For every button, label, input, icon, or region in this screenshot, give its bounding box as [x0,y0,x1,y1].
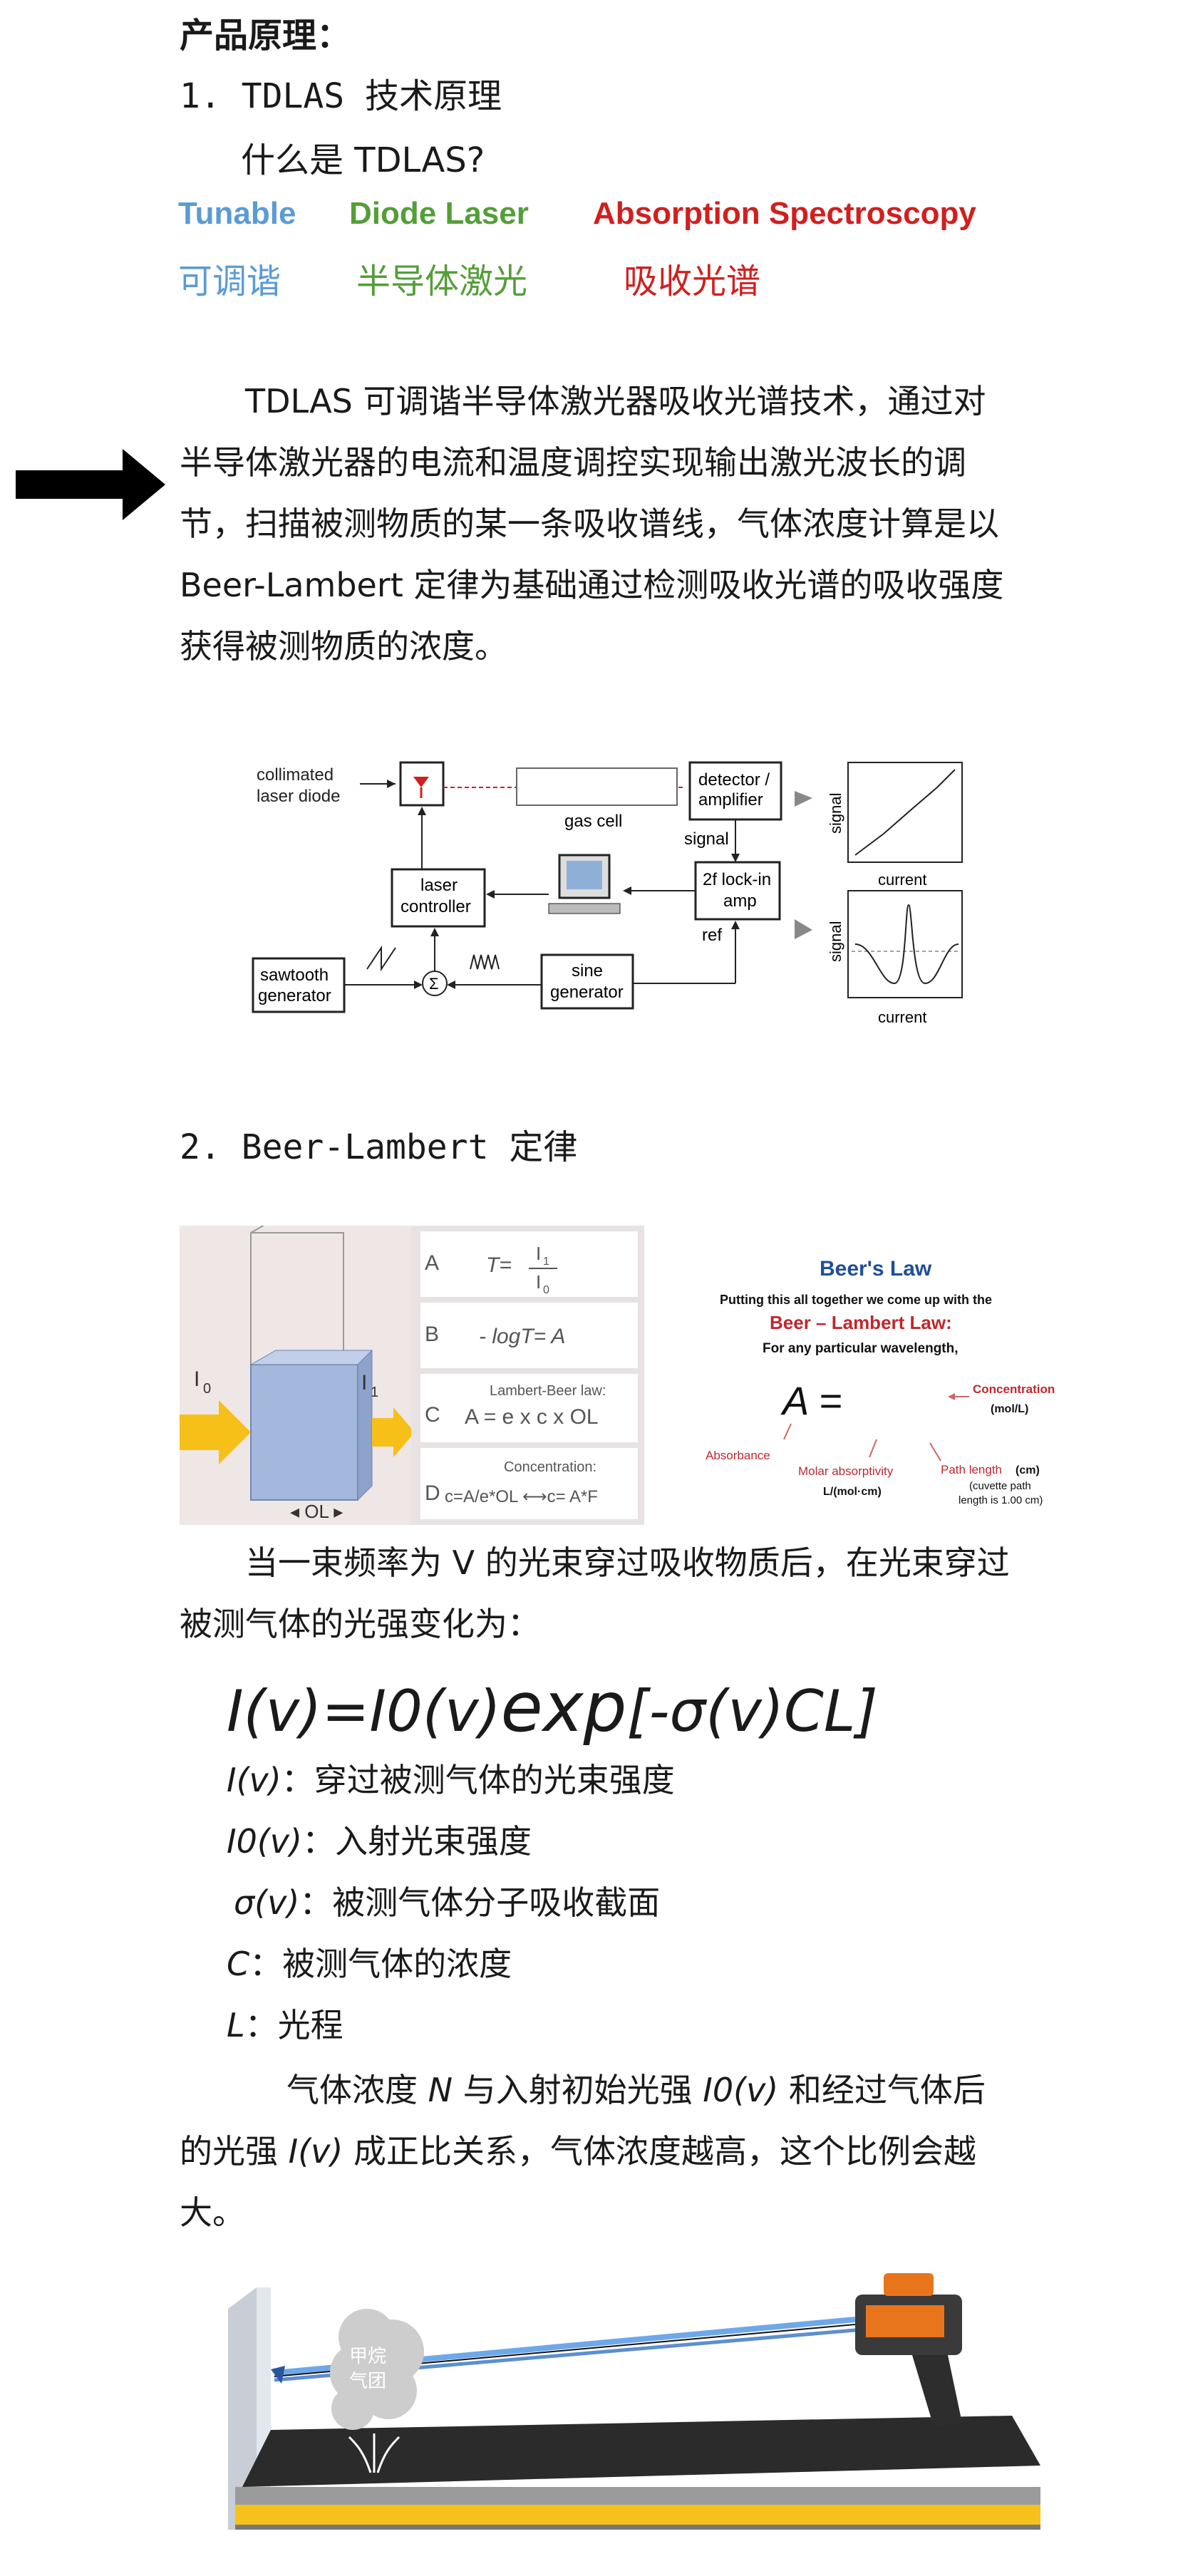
svg-text:A = e x c x OL: A = e x c x OL [465,1405,599,1429]
svg-text:- logT= A: - logT= A [479,1325,565,1348]
laser-detector-device-icon [855,2273,962,2426]
acronym-tunable-cn: 可调谐 [178,262,281,301]
lockin-box [694,861,781,921]
definition-item: σ(v)：被测气体分子吸收截面 [234,1883,661,1922]
svg-text:I: I [361,1371,367,1395]
svg-text:Absorbance: Absorbance [706,1449,770,1462]
svg-text:amplifier: amplifier [698,790,763,809]
svg-text:current: current [878,1008,926,1026]
svg-text:c=A/e*OL ⟷c= A*F: c=A/e*OL ⟷c= A*F [445,1487,598,1506]
svg-text:(cuvette path: (cuvette path [969,1480,1031,1492]
svg-text:Molar absorptivity: Molar absorptivity [798,1464,894,1478]
svg-text:Concentration: Concentration [973,1382,1055,1396]
definitions-list: I(v)：穿过被测气体的光束强度 I0(v)：入射光束强度 σ(v)：被测气体分… [227,1749,675,2056]
page-heading: 产品原理： [180,16,351,56]
svg-text:气团: 气团 [349,2370,386,2391]
svg-text:signal: signal [827,921,844,962]
svg-text:◂ OL ▸: ◂ OL ▸ [290,1501,343,1522]
svg-text:T=: T= [486,1253,512,1277]
acronym-absorption: Absorption Spectroscopy [593,196,976,231]
laser-controller-box [391,868,486,928]
svg-text:(cm): (cm) [1016,1464,1040,1476]
svg-text:sawtooth: sawtooth [260,966,329,985]
svg-text:I: I [536,1243,541,1264]
concentration-paragraph: 气体浓度 N 与入射初始光强 I0(v) 和经过气体后的光强 I(v) 成正比关… [180,2071,986,2232]
intro-text: TDLAS 可调谐半导体激光器吸收光谱技术，通过对半导体激光器的电流和温度调控实… [180,382,1004,666]
svg-text:L/(mol·cm): L/(mol·cm) [823,1486,882,1498]
svg-text:detector /: detector / [698,770,770,790]
beam-paragraph: 当一束频率为 V 的光束穿过吸收物质后，在光束穿过被测气体的光强变化为： [180,1543,1010,1643]
svg-text:ref: ref [702,926,722,945]
acronym-tunable: Tunable [178,196,296,231]
svg-text:generator: generator [550,983,624,1002]
svg-text:2f lock-in: 2f lock-in [703,870,771,889]
beer-lambert-figure: I 0 I 1 ◂ OL ▸ A T= I 1 I 0 B - logT= A … [180,1226,644,1525]
sine-generator-box [540,953,634,1010]
svg-text:(mol/L): (mol/L) [991,1403,1028,1415]
question-text: 什么是 TDLAS? [241,140,485,180]
acronym-absorption-cn: 吸收光谱 [624,262,761,301]
svg-text:1: 1 [543,1256,549,1268]
label-laser-diode: laser diode [257,787,340,806]
svg-text:0: 0 [543,1284,549,1296]
definition-item: I0(v)：入射光束强度 [227,1822,532,1861]
svg-text:controller: controller [401,897,471,916]
acronym-diode: Diode Laser [349,196,529,231]
svg-text:sine: sine [572,961,603,981]
svg-text:signal: signal [827,793,844,834]
svg-text:Lambert-Beer law:: Lambert-Beer law: [490,1383,606,1399]
svg-text:For any particular wavelength,: For any particular wavelength, [763,1341,959,1356]
svg-text:laser: laser [420,876,458,895]
svg-text:length is 1.00 cm): length is 1.00 cm) [959,1494,1043,1506]
absorption-formula: I(v)=I0(v)exp[-σ(v)CL] [227,1667,878,1747]
gas-cell-box [516,767,678,806]
methane-detection-illustration: 甲烷 气团 [228,2273,1040,2530]
label-collimated: collimated [257,765,334,785]
svg-text:D: D [425,1481,440,1505]
definition-item: C：被测气体的浓度 [227,1945,512,1983]
acronym-diode-cn: 半导体激光 [356,262,528,301]
pointer-arrow-icon [16,449,165,520]
definition-item: I(v)：穿过被测气体的光束强度 [227,1761,675,1799]
svg-text:I: I [194,1367,200,1391]
svg-text:signal: signal [684,829,729,849]
svg-text:C: C [425,1403,440,1427]
svg-text:Beer's Law: Beer's Law [820,1257,932,1281]
svg-text:甲烷: 甲烷 [349,2345,386,2366]
section-1-title: 1. TDLAS 技术原理 [180,76,502,116]
detector-box [688,761,782,821]
svg-text:amp: amp [723,891,757,911]
definition-item: L：光程 [227,2006,343,2044]
svg-text:I: I [536,1271,541,1293]
svg-text:Concentration:: Concentration: [504,1459,596,1475]
section-2-title: 2. Beer-Lambert 定律 [180,1127,578,1167]
svg-text:1: 1 [371,1385,378,1400]
svg-text:B: B [425,1323,439,1346]
svg-text:current: current [878,871,926,889]
svg-text:Putting this all together we c: Putting this all together we come up wit… [720,1293,992,1307]
svg-text:Beer – Lambert Law:: Beer – Lambert Law: [770,1312,952,1333]
svg-text:Σ: Σ [429,975,439,993]
methane-cloud: 甲烷 气团 [330,2309,424,2430]
beers-law-figure: Beer's Law Putting this all together we … [706,1257,1055,1506]
intro-paragraph: TDLAS 可调谐半导体激光器吸收光谱技术，通过对半导体激光器的电流和温度调控实… [180,371,1010,677]
tdlas-schematic: collimated laser diode gas cell detector… [252,761,963,1026]
svg-text:0: 0 [203,1381,211,1397]
svg-text:A: A [425,1251,439,1275]
svg-text:A =: A = [780,1378,842,1423]
svg-text:generator: generator [258,986,331,1005]
svg-text:Path length: Path length [941,1463,1002,1476]
label-gas-cell: gas cell [564,812,622,831]
